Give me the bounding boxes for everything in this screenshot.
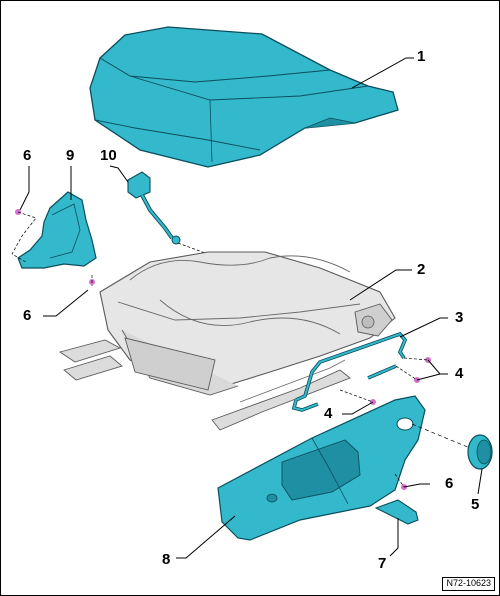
- knob-axis-line: [411, 423, 471, 449]
- part-8-side-trim: [217, 395, 426, 541]
- part-7-cap: [374, 499, 419, 525]
- part-5-knob: [467, 434, 493, 470]
- callout-6-right: 6: [445, 475, 454, 492]
- clips-6-upper-left: [11, 209, 95, 286]
- callout-8: 8: [162, 551, 171, 568]
- callout-4-right: 4: [455, 365, 464, 382]
- part-10-wiring-harness: [127, 171, 206, 254]
- figure-reference-code: N72-10623: [442, 577, 495, 591]
- callout-4-left: 4: [324, 405, 333, 422]
- callout-7: 7: [378, 555, 387, 572]
- callout-3: 3: [455, 309, 464, 326]
- clips-4: [339, 357, 431, 405]
- part-3-wire-frame: [291, 331, 408, 412]
- callout-5: 5: [471, 496, 480, 513]
- callout-6-top: 6: [23, 147, 32, 164]
- part-9-trim-cover: [17, 191, 97, 269]
- callout-2: 2: [417, 261, 426, 278]
- callout-6-left: 6: [23, 307, 32, 324]
- callout-1: 1: [417, 48, 426, 65]
- leader-lines: [19, 57, 483, 559]
- part-2-seat-frame: [58, 251, 396, 431]
- callout-9: 9: [66, 147, 75, 164]
- part-1-seat-cushion: [89, 26, 399, 168]
- callout-10: 10: [100, 147, 117, 164]
